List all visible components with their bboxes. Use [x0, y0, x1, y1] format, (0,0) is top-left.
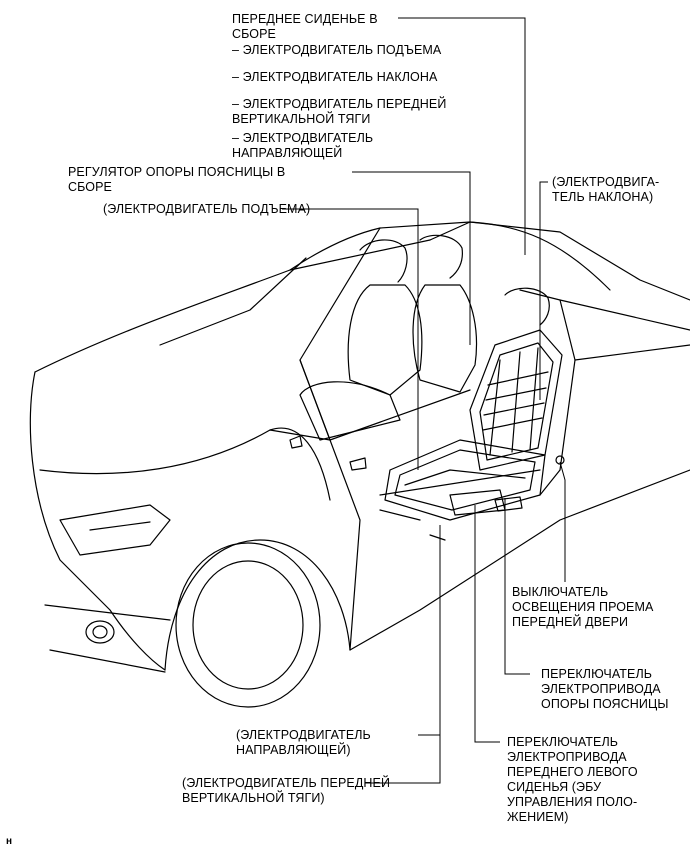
- label-front-seat-assy: ПЕРЕДНЕЕ СИДЕНЬЕ В СБОРЕ: [232, 12, 378, 41]
- label-front-vertical-motor: – ЭЛЕКТРОДВИГАТЕЛЬ ПЕРЕДНЕЙ ВЕРТИКАЛЬНОЙ…: [232, 97, 447, 126]
- label-lumbar-switch: ПЕРЕКЛЮЧАТЕЛЬ ЭЛЕКТРОПРИВОДА ОПОРЫ ПОЯСН…: [541, 667, 669, 711]
- label-lifter-motor: – ЭЛЕКТРОДВИГАТЕЛЬ ПОДЪЕМА: [232, 43, 442, 57]
- label-front-vertical-motor-paren: (ЭЛЕКТРОДВИГАТЕЛЬ ПЕРЕДНЕЙ ВЕРТИКАЛЬНОЙ …: [182, 776, 391, 805]
- label-recline-motor-paren: (ЭЛЕКТРОДВИГА- ТЕЛЬ НАКЛОНА): [552, 175, 660, 204]
- label-lumbar-adjuster: РЕГУЛЯТОР ОПОРЫ ПОЯСНИЦЫ В СБОРЕ: [68, 165, 286, 194]
- label-lifter-motor-paren: (ЭЛЕКТРОДВИГАТЕЛЬ ПОДЪЕМА): [103, 202, 311, 216]
- car-body: [29, 221, 690, 708]
- passenger-seat: [299, 234, 478, 441]
- corner-mark: н: [6, 836, 13, 847]
- label-courtesy-switch: ВЫКЛЮЧАТЕЛЬ ОСВЕЩЕНИЯ ПРОЕМА ПЕРЕДНЕЙ ДВ…: [512, 585, 654, 629]
- leader-lines: [282, 17, 566, 784]
- label-seat-switch: ПЕРЕКЛЮЧАТЕЛЬ ЭЛЕКТРОПРИВОДА ПЕРЕДНЕГО Л…: [507, 735, 638, 824]
- label-slide-motor: – ЭЛЕКТРОДВИГАТЕЛЬ НАПРАВЛЯЮЩЕЙ: [232, 131, 374, 160]
- driver-seat-frame: [289, 287, 565, 541]
- label-recline-motor: – ЭЛЕКТРОДВИГАТЕЛЬ НАКЛОНА: [232, 70, 438, 84]
- label-slide-motor-paren: (ЭЛЕКТРОДВИГАТЕЛЬ НАПРАВЛЯЮЩЕЙ): [236, 728, 371, 757]
